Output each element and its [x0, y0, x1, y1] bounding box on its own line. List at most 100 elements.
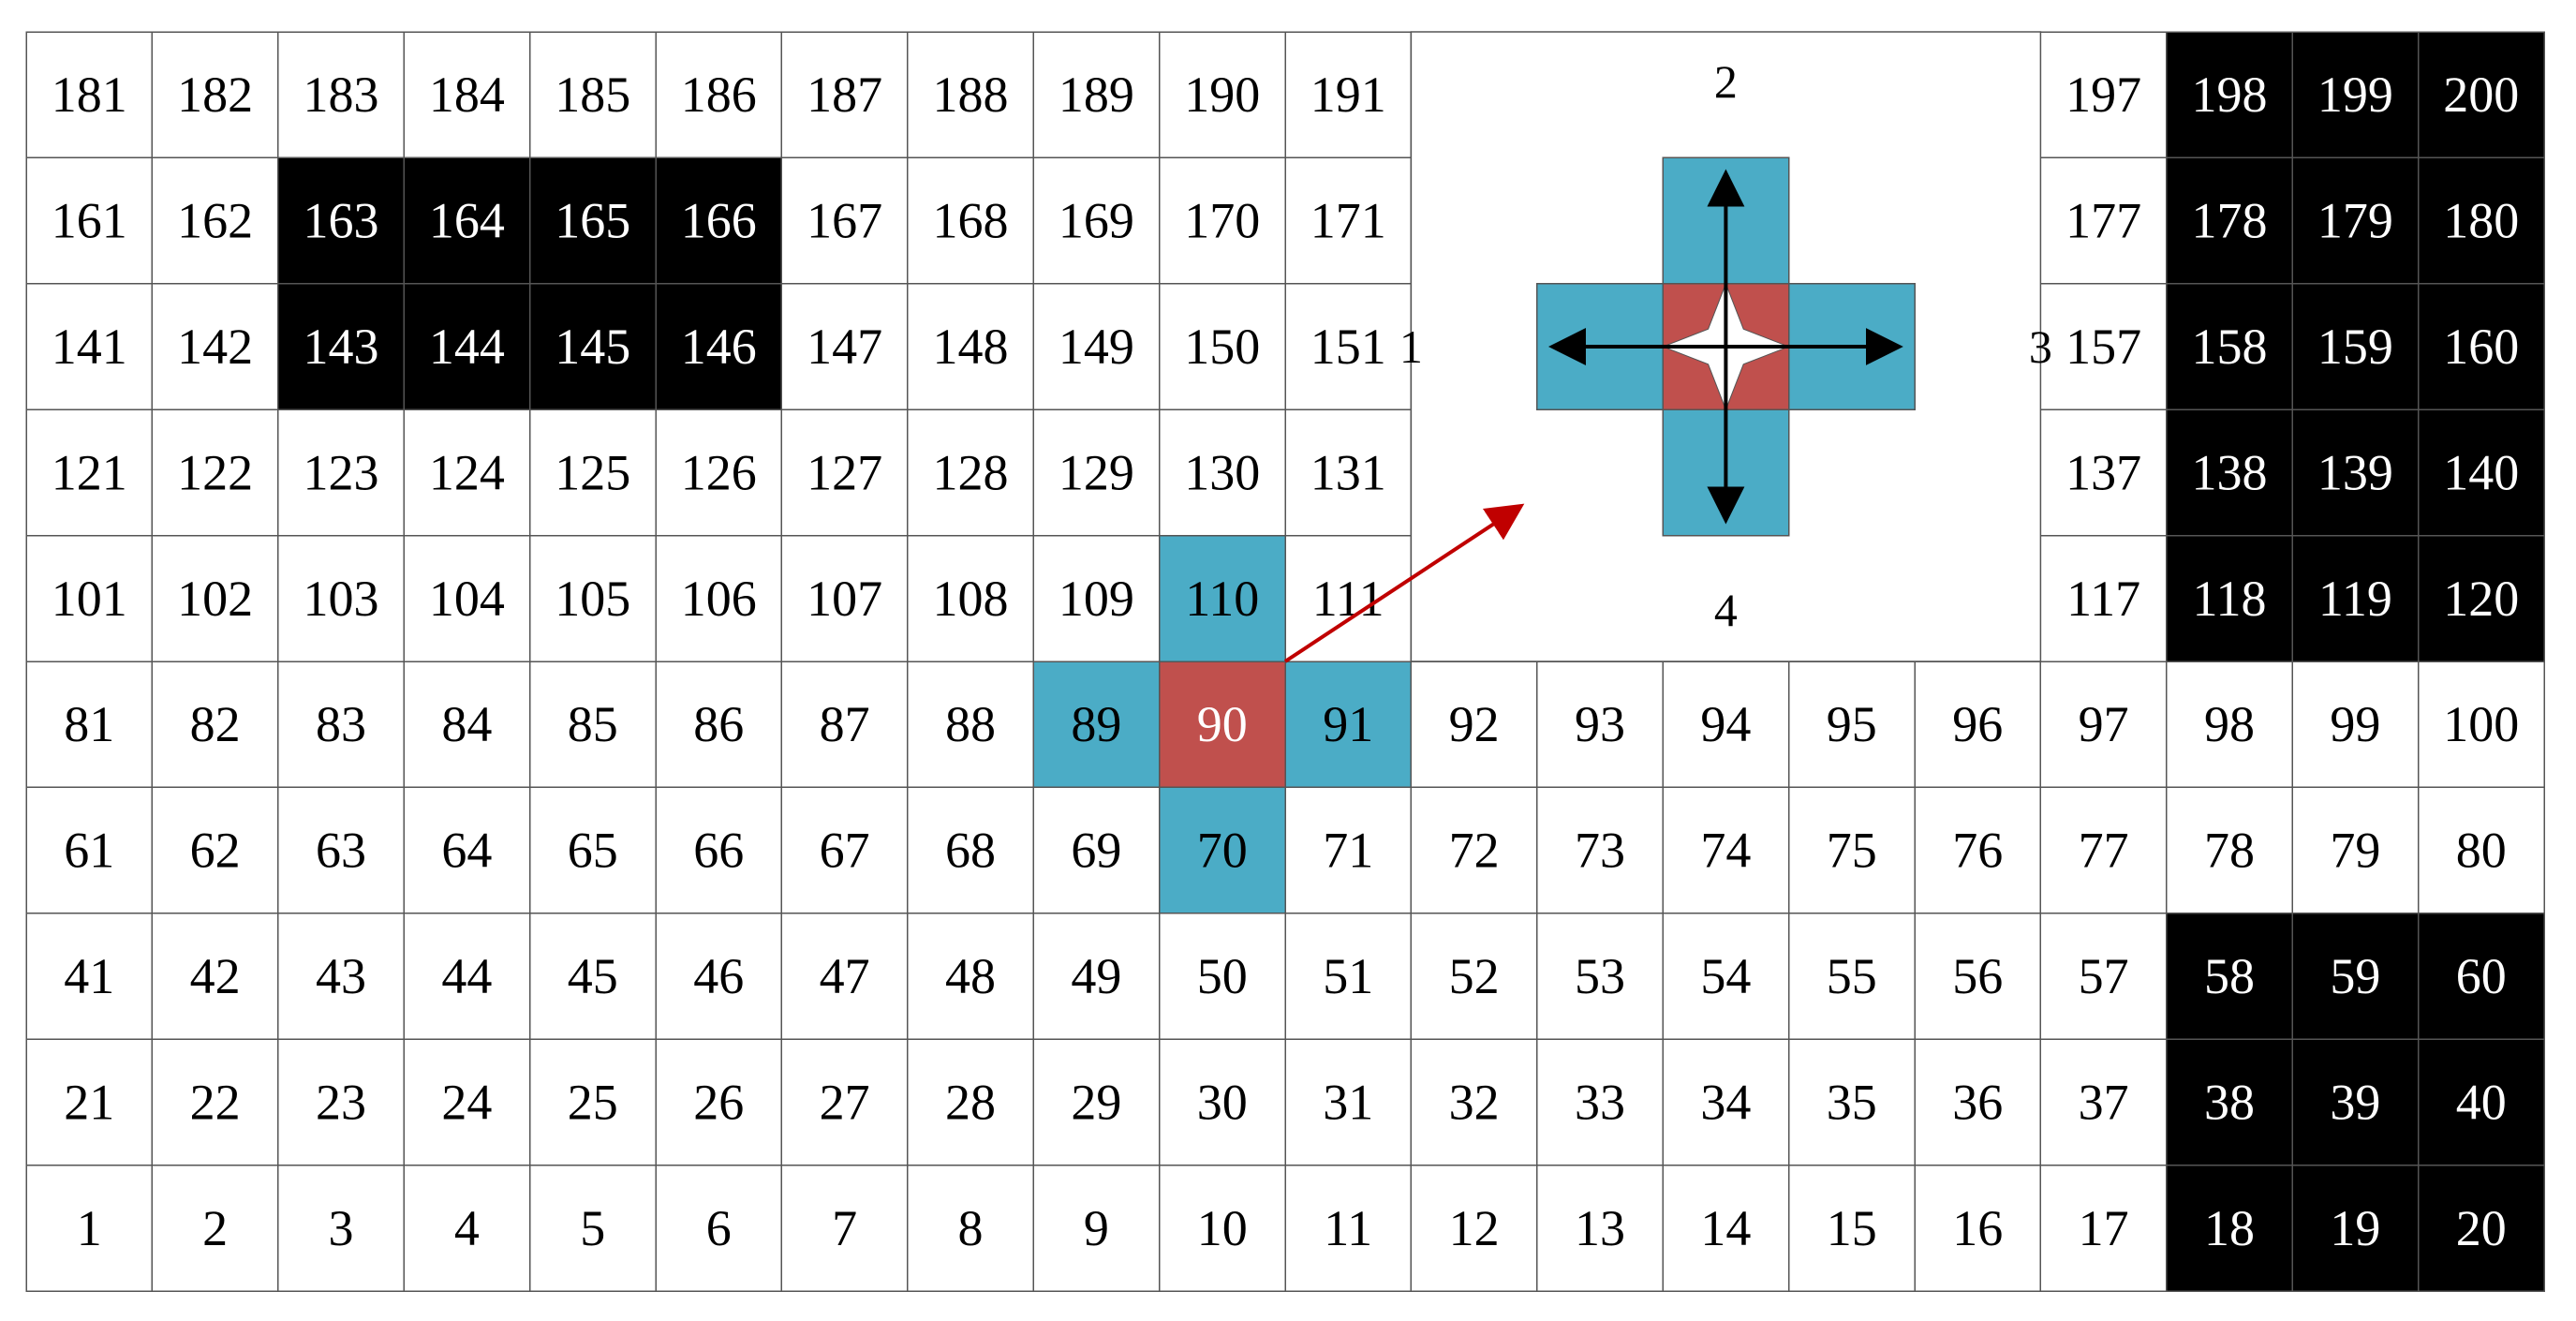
cell-number: 34: [1700, 1074, 1751, 1130]
grid-cell-obstacle: [2166, 913, 2293, 1040]
cell-number: 150: [1184, 319, 1260, 375]
cell-number: 43: [316, 948, 366, 1004]
grid-cell-free: [1032, 156, 1161, 285]
cell-number: 46: [693, 948, 744, 1004]
grid-cell-free: [1032, 1164, 1161, 1292]
cell-number: 125: [555, 444, 630, 500]
cell-number: 56: [1952, 948, 2003, 1004]
grid-cell-neighbor: [1158, 534, 1286, 662]
grid-cell-free: [1536, 913, 1664, 1040]
cell-number: 17: [2079, 1200, 2129, 1256]
direction-label-right: 3: [2029, 320, 2052, 373]
cell-number: 41: [64, 948, 114, 1004]
cell-number: 105: [555, 571, 630, 627]
cell-number: 27: [820, 1074, 870, 1130]
grid-cell-free: [151, 660, 279, 789]
cell-number: 67: [820, 823, 870, 879]
cell-number: 110: [1185, 571, 1259, 627]
cell-number: 101: [52, 571, 127, 627]
cell-number: 66: [693, 823, 744, 879]
grid-cell-obstacle: [2291, 1164, 2420, 1292]
cell-number: 181: [52, 67, 127, 123]
grid-cell-free: [1536, 1038, 1664, 1166]
grid-cell-free: [1787, 1164, 1916, 1292]
grid-cell-obstacle: [403, 283, 531, 410]
grid-cell-free: [403, 534, 531, 662]
cell-number: 98: [2204, 696, 2255, 752]
cell-number: 38: [2204, 1074, 2255, 1130]
cell-number: 169: [1059, 193, 1134, 249]
grid-cell-free: [1536, 1164, 1664, 1292]
cell-number: 68: [945, 823, 996, 879]
cell-number: 148: [933, 319, 1009, 375]
grid-cell-free: [655, 534, 783, 662]
cell-number: 21: [64, 1074, 114, 1130]
cell-number: 159: [2317, 319, 2393, 375]
cell-number: 11: [1324, 1200, 1372, 1256]
grid-cell-free: [780, 1038, 909, 1166]
cell-number: 97: [2079, 696, 2129, 752]
grid-cell-free: [528, 1164, 657, 1292]
cell-number: 92: [1449, 696, 1500, 752]
grid-cell-free: [1662, 1164, 1790, 1292]
grid-cell-free: [907, 31, 1034, 159]
cell-number: 131: [1310, 444, 1386, 500]
cell-number: 160: [2443, 319, 2519, 375]
grid-cell-neighbor: [1158, 786, 1286, 914]
cell-number: 76: [1952, 823, 2003, 879]
cell-number: 146: [681, 319, 757, 375]
grid-cell-obstacle: [2166, 1038, 2293, 1166]
cell-number: 9: [1084, 1200, 1109, 1256]
cell-number: 157: [2065, 319, 2141, 375]
grid-cell-free: [1410, 1038, 1538, 1166]
grid-cell-free: [2039, 156, 2168, 285]
grid-cell-obstacle: [2166, 534, 2293, 662]
cell-number: 12: [1449, 1200, 1500, 1256]
cell-number: 130: [1184, 444, 1260, 500]
cell-number: 87: [820, 696, 870, 752]
cell-number: 57: [2079, 948, 2129, 1004]
cell-number: 40: [2456, 1074, 2507, 1130]
cell-number: 83: [316, 696, 366, 752]
cell-number: 44: [441, 948, 492, 1004]
grid-cell-obstacle: [2166, 1164, 2293, 1292]
cell-number: 183: [303, 67, 379, 123]
grid-cell-free: [780, 408, 909, 537]
cell-number: 24: [441, 1074, 492, 1130]
grid-cell-free: [277, 660, 405, 789]
cell-number: 99: [2330, 696, 2380, 752]
cell-number: 119: [2318, 571, 2392, 627]
cell-number: 74: [1700, 823, 1751, 879]
grid-cell-free: [2039, 913, 2168, 1040]
grid-cell-free: [1662, 660, 1790, 789]
cell-number: 10: [1197, 1200, 1248, 1256]
grid-cell-obstacle: [655, 156, 783, 285]
grid-cell-obstacle: [2417, 1038, 2545, 1166]
grid-cell-free: [907, 408, 1034, 537]
grid-cell-obstacle: [277, 156, 405, 285]
grid-cell-free: [1284, 1164, 1413, 1292]
cell-number: 22: [190, 1074, 241, 1130]
cell-number: 93: [1575, 696, 1625, 752]
grid-cell-obstacle: [2417, 283, 2545, 410]
grid-cell-free: [277, 408, 405, 537]
cell-number: 170: [1184, 193, 1260, 249]
cell-number: 64: [441, 823, 492, 879]
direction-label-left: 1: [1399, 320, 1423, 373]
grid-cell-obstacle: [2291, 1038, 2420, 1166]
cell-number: 85: [568, 696, 618, 752]
grid-cell-free: [1032, 1038, 1161, 1166]
cell-number: 144: [429, 319, 505, 375]
cell-number: 197: [2065, 67, 2141, 123]
grid-cell-free: [25, 408, 154, 537]
cell-number: 199: [2317, 67, 2393, 123]
grid-cell-neighbor: [1032, 660, 1161, 789]
cell-number: 90: [1197, 696, 1248, 752]
cell-number: 96: [1952, 696, 2003, 752]
grid-cell-free: [403, 786, 531, 914]
cell-number: 185: [555, 67, 630, 123]
grid-cell-obstacle: [2166, 283, 2293, 410]
cell-number: 107: [807, 571, 882, 627]
grid-cell-free: [277, 786, 405, 914]
